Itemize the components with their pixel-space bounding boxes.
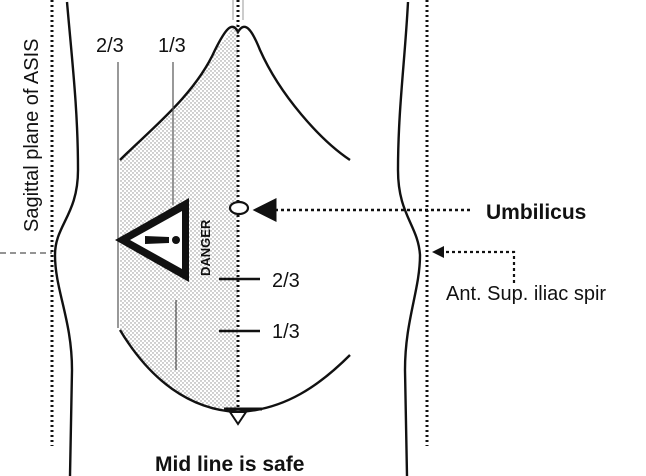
caption: Mid line is safe — [155, 453, 304, 476]
warning-triangle-icon — [115, 198, 189, 282]
umbilicus-marker — [228, 200, 250, 216]
sagittal-plane-label: Sagittal plane of ASIS — [21, 39, 43, 232]
midline-arrowhead — [228, 411, 248, 426]
top-one-third-label: 1/3 — [158, 35, 186, 57]
umbilicus-label: Umbilicus — [486, 201, 586, 224]
asis-arrowhead — [432, 246, 444, 258]
asis-label: Ant. Sup. iliac spir — [446, 283, 606, 305]
right-body-outline — [396, 1, 422, 476]
top-two-thirds-label: 2/3 — [96, 35, 124, 57]
midline-one-third-label: 1/3 — [272, 321, 300, 343]
asis-arrow — [443, 250, 516, 283]
danger-label: DANGER — [198, 219, 213, 276]
midline-two-thirds-label: 2/3 — [272, 270, 300, 292]
left-body-outline — [53, 1, 80, 476]
